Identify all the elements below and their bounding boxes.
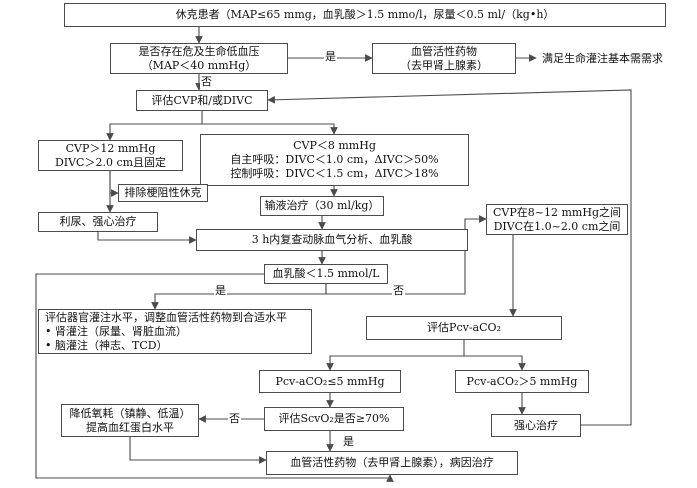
- node-bullet-item: 肾灌注（尿量、肾脏血流）: [45, 325, 187, 339]
- node-text-line: 是否存在危及生命低血压: [138, 44, 260, 58]
- node-text-line: 利尿、强心治疗: [59, 215, 137, 228]
- edge-label-no-assess-cvp: 否: [200, 75, 213, 88]
- node-vasoactive-drug-top: 血管活性药物（去甲肾上腺素）: [372, 43, 516, 74]
- node-reduce-oxygen-consumption: 降低氧耗（镇静、低温）提高血红蛋白水平: [61, 404, 199, 437]
- connector-arrow: [464, 355, 526, 371]
- node-text-line: DIVC在1.0~2.0 cm之间: [493, 219, 621, 233]
- node-fluid-therapy: 输液治疗（30 ml/kg）: [260, 196, 384, 216]
- node-organ-perfusion: 评估器官灌注水平，调整血管活性药物到合适水平肾灌注（尿量、肾脏血流）脑灌注（神志…: [38, 309, 312, 354]
- node-shock-patient: 休克患者（MAP≤65 mmg，血乳酸＞1.5 mmo/l，尿量＜0.5 ml/…: [64, 3, 666, 27]
- node-perfusion-need: 满足生命灌注基本需需求: [541, 53, 664, 65]
- connector-arrow: [129, 437, 267, 464]
- connector-arrow: [151, 284, 327, 310]
- node-text-line: 3 h内复查动脉血气分析、血乳酸: [251, 233, 413, 246]
- connector-arrow: [106, 111, 203, 141]
- node-assess-scvo2: 评估ScvO₂是否≥70%: [264, 407, 404, 431]
- edge-label-no-pcv: 否: [392, 284, 405, 297]
- node-text-line: 评估Pcv-aCO₂: [427, 321, 501, 334]
- node-text-line: 评估CVP和/或DIVC: [151, 93, 253, 107]
- connector-arrow: [326, 340, 465, 371]
- edge-label-yes-vasoactive: 是: [324, 50, 337, 63]
- node-life-threatening-hypotension: 是否存在危及生命低血压（MAP＜40 mmHg）: [110, 43, 288, 74]
- node-vasoactive-drug-bottom: 血管活性药物（去甲肾上腺素），病因治疗: [266, 451, 518, 475]
- connector-arrow: [267, 89, 632, 426]
- node-pcv-high: Pcv-aCO₂＞5 mmHg: [455, 370, 589, 393]
- edge-label-yes-vasoactive-bottom: 是: [342, 435, 355, 448]
- node-text-line: 评估ScvO₂是否≥70%: [278, 412, 390, 425]
- node-diuresis-inotrope: 利尿、强心治疗: [38, 212, 158, 232]
- node-text-line: 降低氧耗（镇静、低温）: [69, 406, 191, 420]
- node-text-line: 血管活性药物（去甲肾上腺素），病因治疗: [290, 456, 494, 469]
- node-text-line: CVP在8~12 mmHg之间: [493, 205, 621, 219]
- connector-arrow: [109, 171, 119, 197]
- edge-label-no-reduce-o2: 否: [228, 412, 241, 425]
- node-text-line: 评估器官灌注水平，调整血管活性药物到合适水平: [45, 310, 287, 324]
- node-text-line: 满足生命灌注基本需需求: [542, 52, 663, 65]
- node-text-line: 输液治疗（30 ml/kg）: [264, 199, 380, 212]
- node-text-line: 排除梗阻性休克: [124, 186, 202, 199]
- connector-arrow: [97, 232, 197, 244]
- node-text-line: 休克患者（MAP≤65 mmg，血乳酸＞1.5 mmo/l，尿量＜0.5 ml/…: [175, 8, 555, 21]
- node-text-line: 血管活性药物: [411, 44, 477, 58]
- connector-arrow: [35, 273, 394, 482]
- node-text-line: CVP＞12 mmHg: [65, 141, 156, 155]
- node-text-line: Pcv-aCO₂≤5 mmHg: [275, 374, 385, 388]
- node-pcv-low: Pcv-aCO₂≤5 mmHg: [259, 370, 401, 393]
- node-assess-cvp: 评估CVP和/或DIVC: [136, 90, 268, 111]
- node-text-line: 血乳酸＜1.5 mmol/L: [272, 267, 380, 280]
- node-bullet-item: 脑灌注（神志、TCD）: [45, 339, 168, 353]
- node-text-line: 强心治疗: [514, 418, 558, 432]
- node-assess-pcv-aco2: 评估Pcv-aCO₂: [366, 316, 562, 340]
- node-text-line: 提高血红蛋白水平: [86, 420, 174, 434]
- connector-arrow: [202, 123, 338, 135]
- node-text-line: CVP＜8 mmHg: [293, 139, 376, 152]
- edge-label-yes-organ: 是: [214, 284, 227, 297]
- node-text-line: DIVC＞2.0 cm且固定: [54, 155, 167, 169]
- node-text-line: 控制呼吸：DIVC＜1.5 cm，ΔIVC＞18%: [230, 167, 439, 180]
- node-text-line: Pcv-aCO₂＞5 mmHg: [466, 374, 578, 388]
- node-recheck-blood-gas: 3 h内复查动脉血气分析、血乳酸: [196, 229, 468, 251]
- node-text-line: （去甲肾上腺素）: [400, 58, 488, 72]
- node-exclude-obstructive-shock: 排除梗阻性休克: [118, 184, 208, 202]
- connector-arrow: [325, 215, 487, 295]
- node-text-line: 自主呼吸：DIVC＜1.0 cm，ΔIVC＞50%: [230, 153, 439, 166]
- node-lactate-check: 血乳酸＜1.5 mmol/L: [264, 264, 388, 284]
- node-text-line: （MAP＜40 mmHg）: [141, 58, 257, 72]
- node-inotrope-therapy: 强心治疗: [491, 414, 581, 437]
